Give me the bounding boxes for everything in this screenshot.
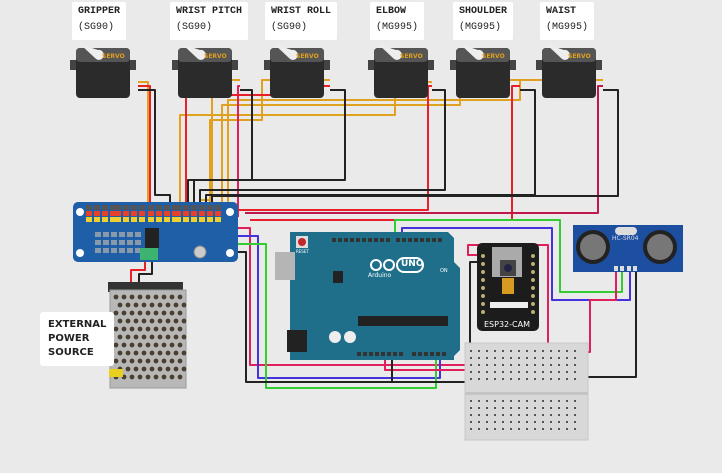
- pca9685-board: [73, 202, 238, 262]
- arduino-on-text: ON: [440, 268, 448, 274]
- power-jack: [287, 330, 307, 352]
- wire-gripper-signal: [138, 81, 149, 215]
- wire-pca-pink: [236, 227, 468, 366]
- wire-waist-power: [245, 85, 603, 214]
- wire-pca-black: [236, 251, 575, 383]
- servo-name: SHOULDER: [459, 6, 508, 17]
- servo-motor: SERVO: [264, 44, 330, 98]
- servo-label-wrist-roll: WRIST ROLL (SG90): [265, 2, 338, 40]
- servo-model: (MG995): [376, 22, 419, 33]
- arduino-reset-text: RESET: [296, 249, 309, 254]
- pca-capacitor: [193, 245, 207, 259]
- arduino-logo: [370, 257, 424, 273]
- servo-label-wrist-pitch: WRIST PITCH (SG90): [170, 2, 249, 40]
- wire-arduino-green-ultra: [394, 219, 623, 293]
- hc-sr04-label: HC-SR04: [612, 235, 639, 242]
- pca-power-terminal: [140, 248, 158, 260]
- servo-badge: SERVO: [102, 53, 125, 60]
- servo-badge: SERVO: [568, 53, 591, 60]
- hc-sr04-sensor: [573, 225, 683, 272]
- servo-motor: SERVO: [536, 44, 602, 98]
- servo-motor: SERVO: [172, 44, 238, 98]
- servo-name: WRIST PITCH: [176, 6, 243, 17]
- psu-label-line3: SOURCE: [48, 347, 94, 358]
- wire-psu-vplus: [130, 258, 146, 287]
- wire-wrist-roll-ground: [193, 89, 346, 215]
- servo-label-gripper: GRIPPER (SG90): [72, 2, 127, 40]
- breadboard: [464, 342, 589, 441]
- power-source-label: EXTERNAL POWER SOURCE: [40, 312, 115, 366]
- servo-badge: SERVO: [400, 53, 423, 60]
- arduino-uno: [275, 232, 460, 360]
- wire-elbow-ground: [199, 89, 446, 215]
- servo-name: GRIPPER: [78, 6, 121, 17]
- wire-pca-green: [236, 243, 437, 389]
- esp32-cam-board: [477, 243, 539, 331]
- usb-port: [275, 252, 295, 280]
- servo-model: (SG90): [271, 22, 308, 33]
- reset-button: [298, 238, 306, 246]
- servo-model: (SG90): [176, 22, 213, 33]
- servo-label-elbow: ELBOW (MG995): [370, 2, 425, 40]
- wire-shoulder-power: [250, 85, 520, 221]
- servo-model: (MG995): [459, 22, 502, 33]
- wire-pca-blue: [236, 235, 441, 379]
- esp32-cam-label: ESP32-CAM: [484, 320, 530, 329]
- wire-arduino-5v: [384, 358, 480, 371]
- wire-wrist-pitch-power: [237, 85, 240, 217]
- psu-label-line1: EXTERNAL: [48, 319, 107, 330]
- servo-name: ELBOW: [376, 6, 407, 17]
- wire-elbow-power: [205, 85, 432, 211]
- psu-label-line2: POWER: [48, 333, 90, 344]
- servo-badge: SERVO: [296, 53, 319, 60]
- servo-model: (SG90): [78, 22, 115, 33]
- servo-model: (MG995): [546, 22, 589, 33]
- servo-motor: SERVO: [70, 44, 136, 98]
- servo-badge: SERVO: [482, 53, 505, 60]
- arduino-brand-text: Arduino: [368, 272, 392, 279]
- wire-arduino-blue-ultra: [401, 227, 631, 301]
- servo-motor: SERVO: [368, 44, 434, 98]
- servo-badge: SERVO: [204, 53, 227, 60]
- wire-gripper-ground: [138, 89, 171, 215]
- wire-ultra-gnd: [578, 270, 637, 378]
- servo-label-waist: WAIST (MG995): [540, 2, 595, 40]
- wire-gripper-power: [138, 85, 151, 217]
- pca-chip: [145, 228, 159, 248]
- arduino-model-text: UNO: [401, 259, 424, 269]
- servo-name: WRIST ROLL: [271, 6, 332, 17]
- wire-psu-gnd: [138, 258, 153, 287]
- servo-motor: SERVO: [450, 44, 516, 98]
- servo-label-shoulder: SHOULDER (MG995): [453, 2, 514, 40]
- servo-name: WAIST: [546, 6, 577, 17]
- atmega-chip: [358, 316, 448, 326]
- power-supply: [108, 282, 187, 389]
